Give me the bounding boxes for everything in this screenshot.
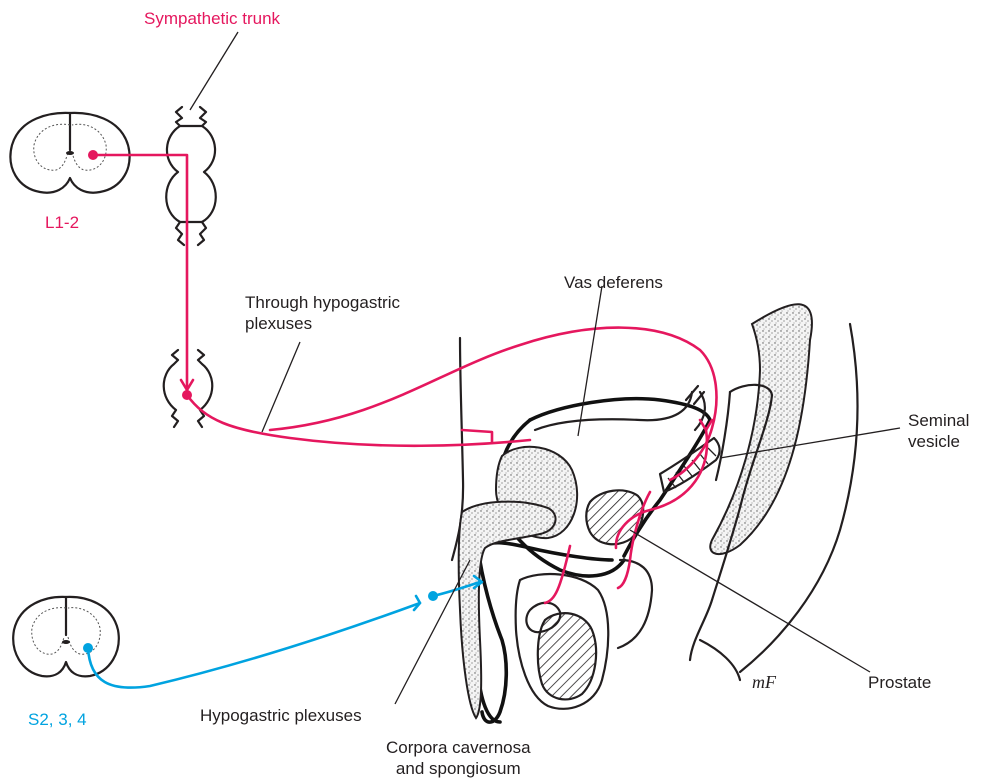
artist-signature: mF — [752, 672, 777, 692]
spinal-cord-section-s2-4 — [13, 597, 119, 676]
label-seminal-vesicle-line2: vesicle — [908, 431, 969, 452]
parasympathetic-pathway — [83, 576, 482, 688]
label-seminal-vesicle-line1: Seminal — [908, 410, 969, 431]
label-seminal-vesicle: Seminal vesicle — [908, 410, 969, 452]
label-through-hypogastric-line1: Through hypogastric — [245, 292, 400, 313]
label-prostate: Prostate — [868, 672, 931, 693]
label-s2-3-4: S2, 3, 4 — [28, 709, 87, 730]
pelvic-anatomy — [452, 304, 857, 722]
label-l1-2: L1-2 — [45, 212, 79, 233]
label-sympathetic-trunk: Sympathetic trunk — [144, 8, 280, 29]
label-corpora-cavernosa: Corpora cavernosa and spongiosum — [386, 737, 531, 779]
label-through-hypogastric-line2: plexuses — [245, 313, 400, 334]
spinal-cord-section-l1-2 — [10, 113, 129, 193]
label-through-hypogastric-plexuses: Through hypogastric plexuses — [245, 292, 400, 334]
label-corpora-line1: Corpora cavernosa — [386, 737, 531, 758]
label-hypogastric-plexuses: Hypogastric plexuses — [200, 705, 362, 726]
label-vas-deferens: Vas deferens — [564, 272, 663, 293]
label-corpora-line2: and spongiosum — [386, 758, 531, 779]
sympathetic-trunk-ganglia — [166, 107, 216, 245]
